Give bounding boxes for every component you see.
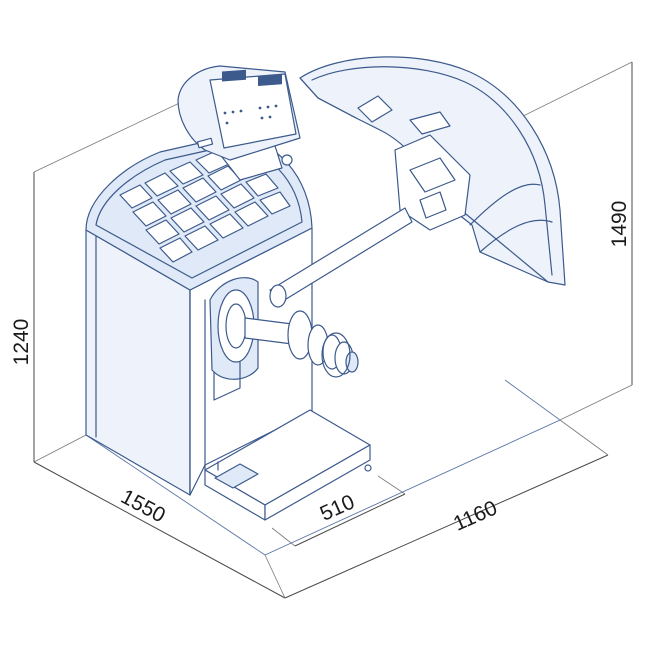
- console-buttons: [223, 104, 278, 125]
- label-1240: 1240: [10, 319, 33, 366]
- wheel-guard: [299, 56, 566, 286]
- ext-line-510-b: [377, 475, 406, 495]
- ext-line-top-left: [33, 97, 191, 173]
- led-display-left: [222, 69, 246, 82]
- base-plate: [204, 409, 372, 521]
- label-1160: 1160: [450, 496, 501, 535]
- dim-line-1160: [284, 454, 609, 599]
- ext-line-back-corner: [559, 419, 609, 456]
- label-1490: 1490: [608, 201, 631, 248]
- console-face: [209, 73, 297, 149]
- ext-line-front-corner: [264, 554, 286, 599]
- dim-line-1550: [33, 461, 286, 599]
- floor-footprint: [85, 379, 561, 556]
- display-console: [177, 65, 301, 181]
- ext-line-top-right: [504, 61, 633, 126]
- pedal: [214, 463, 259, 489]
- guard-arm: [269, 207, 413, 308]
- label-510: 510: [317, 490, 358, 525]
- led-display-right: [258, 74, 282, 86]
- guard-hinge: [394, 134, 471, 231]
- ext-line-bottom-left: [33, 434, 87, 463]
- dim-line-510: [294, 493, 406, 547]
- balancer-shaft: [209, 277, 359, 401]
- ext-line-bottom-right: [559, 384, 633, 421]
